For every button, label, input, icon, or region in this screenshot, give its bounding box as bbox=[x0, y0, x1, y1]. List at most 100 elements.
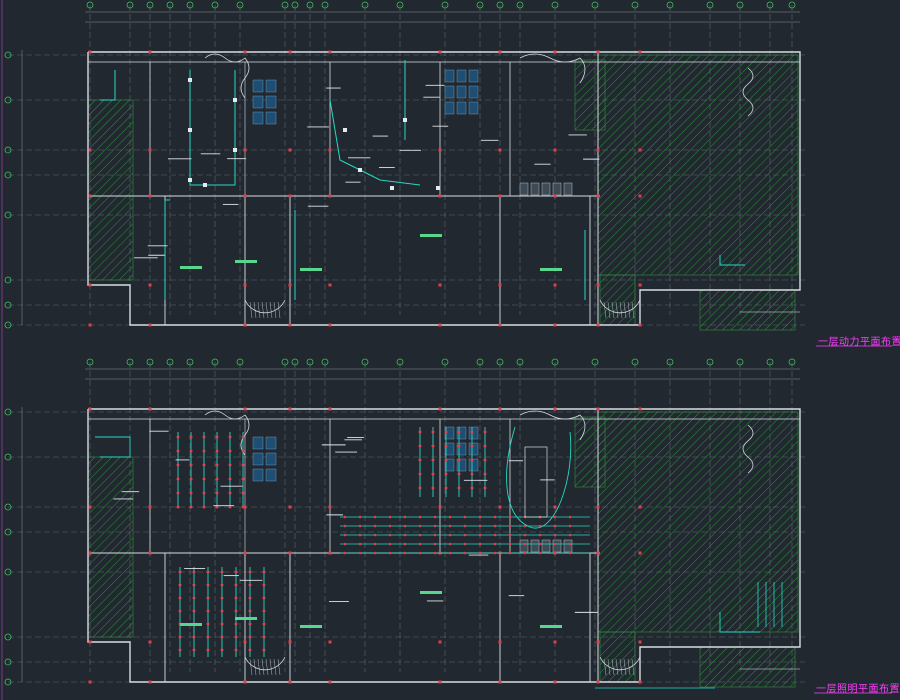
light-fixture bbox=[444, 472, 448, 476]
equipment-block bbox=[444, 85, 455, 99]
light-fixture bbox=[553, 551, 557, 555]
structural-column bbox=[638, 680, 642, 684]
equipment-block bbox=[252, 468, 264, 482]
light-fixture bbox=[220, 648, 224, 652]
light-fixture bbox=[433, 515, 437, 519]
light-fixture bbox=[508, 515, 512, 519]
structural-column bbox=[328, 551, 332, 555]
light-fixture bbox=[215, 463, 219, 467]
room-label-mark bbox=[235, 260, 257, 263]
structural-column bbox=[148, 194, 152, 198]
axis-bubble bbox=[186, 1, 194, 9]
light-fixture bbox=[228, 435, 232, 439]
room-label-mark bbox=[300, 268, 322, 271]
stair-tread bbox=[277, 658, 281, 676]
equipment-block bbox=[456, 101, 467, 115]
structural-column bbox=[288, 50, 292, 54]
axis-bubble bbox=[4, 51, 12, 59]
light-fixture bbox=[448, 551, 452, 555]
light-fixture bbox=[483, 458, 487, 462]
axis-bubble bbox=[551, 1, 559, 9]
light-fixture bbox=[215, 491, 219, 495]
light-fixture bbox=[373, 542, 377, 546]
light-fixture bbox=[228, 463, 232, 467]
light-fixture bbox=[431, 458, 435, 462]
light-fixture bbox=[241, 449, 245, 453]
stair-tread bbox=[249, 658, 253, 676]
light-fixture bbox=[457, 458, 461, 462]
axis-bubble bbox=[321, 358, 329, 366]
light-fixture bbox=[220, 609, 224, 613]
structural-column bbox=[148, 505, 152, 509]
light-fixture bbox=[553, 533, 557, 537]
hatched-zone bbox=[699, 646, 796, 688]
light-fixture bbox=[538, 551, 542, 555]
light-fixture bbox=[403, 515, 407, 519]
structural-column bbox=[498, 680, 502, 684]
light-fixture bbox=[463, 551, 467, 555]
light-fixture bbox=[248, 609, 252, 613]
stair-tread bbox=[261, 658, 265, 676]
light-fixture bbox=[202, 491, 206, 495]
light-fixture bbox=[358, 551, 362, 555]
axis-bubble bbox=[496, 358, 504, 366]
structural-column bbox=[553, 283, 557, 287]
light-fixture bbox=[483, 430, 487, 434]
light-fixture bbox=[234, 609, 238, 613]
stair-tread bbox=[611, 301, 615, 319]
equipment-block bbox=[444, 69, 455, 83]
structural-column bbox=[596, 148, 600, 152]
stair-curve bbox=[244, 656, 286, 671]
light-fixture bbox=[248, 648, 252, 652]
equipment-block bbox=[530, 539, 540, 553]
axis-bubble bbox=[4, 453, 12, 461]
light-fixture bbox=[358, 542, 362, 546]
light-fixture bbox=[178, 570, 182, 574]
light-fixture bbox=[457, 444, 461, 448]
axis-bubble bbox=[516, 358, 524, 366]
stair-tread bbox=[603, 658, 607, 676]
light-fixture bbox=[202, 477, 206, 481]
lighting-plan-lower bbox=[4, 358, 805, 688]
structural-column bbox=[88, 283, 92, 287]
duct-run bbox=[742, 424, 754, 474]
structural-column bbox=[638, 640, 642, 644]
light-fixture bbox=[493, 533, 497, 537]
light-fixture bbox=[206, 570, 210, 574]
light-fixture bbox=[176, 449, 180, 453]
duct-run bbox=[742, 67, 754, 117]
axis-bubble bbox=[4, 568, 12, 576]
stair-tread bbox=[607, 658, 611, 676]
light-fixture bbox=[418, 551, 422, 555]
light-fixture bbox=[431, 472, 435, 476]
axis-bubble bbox=[306, 1, 314, 9]
light-fixture bbox=[343, 551, 347, 555]
light-fixture bbox=[358, 515, 362, 519]
structural-column bbox=[596, 283, 600, 287]
stair-tread bbox=[253, 658, 257, 676]
room-label-mark bbox=[540, 625, 562, 628]
axis-bubble bbox=[306, 358, 314, 366]
room-label-mark bbox=[180, 623, 202, 626]
light-fixture bbox=[433, 542, 437, 546]
axis-bubble bbox=[766, 1, 774, 9]
stair-tread bbox=[619, 301, 623, 319]
light-fixture bbox=[523, 551, 527, 555]
light-fixture bbox=[431, 486, 435, 490]
structural-column bbox=[88, 407, 92, 411]
structural-column bbox=[553, 323, 557, 327]
light-fixture bbox=[444, 486, 448, 490]
light-fixture bbox=[478, 542, 482, 546]
structural-column bbox=[328, 50, 332, 54]
equipment-block bbox=[530, 182, 540, 196]
light-fixture bbox=[448, 524, 452, 528]
light-fixture bbox=[248, 596, 252, 600]
light-fixture bbox=[470, 430, 474, 434]
equipment-block bbox=[541, 539, 551, 553]
lighting-circuit bbox=[719, 612, 760, 633]
light-fixture bbox=[418, 430, 422, 434]
hatched-zone bbox=[87, 99, 134, 281]
light-fixture bbox=[403, 524, 407, 528]
structural-column bbox=[288, 505, 292, 509]
light-fixture bbox=[241, 477, 245, 481]
